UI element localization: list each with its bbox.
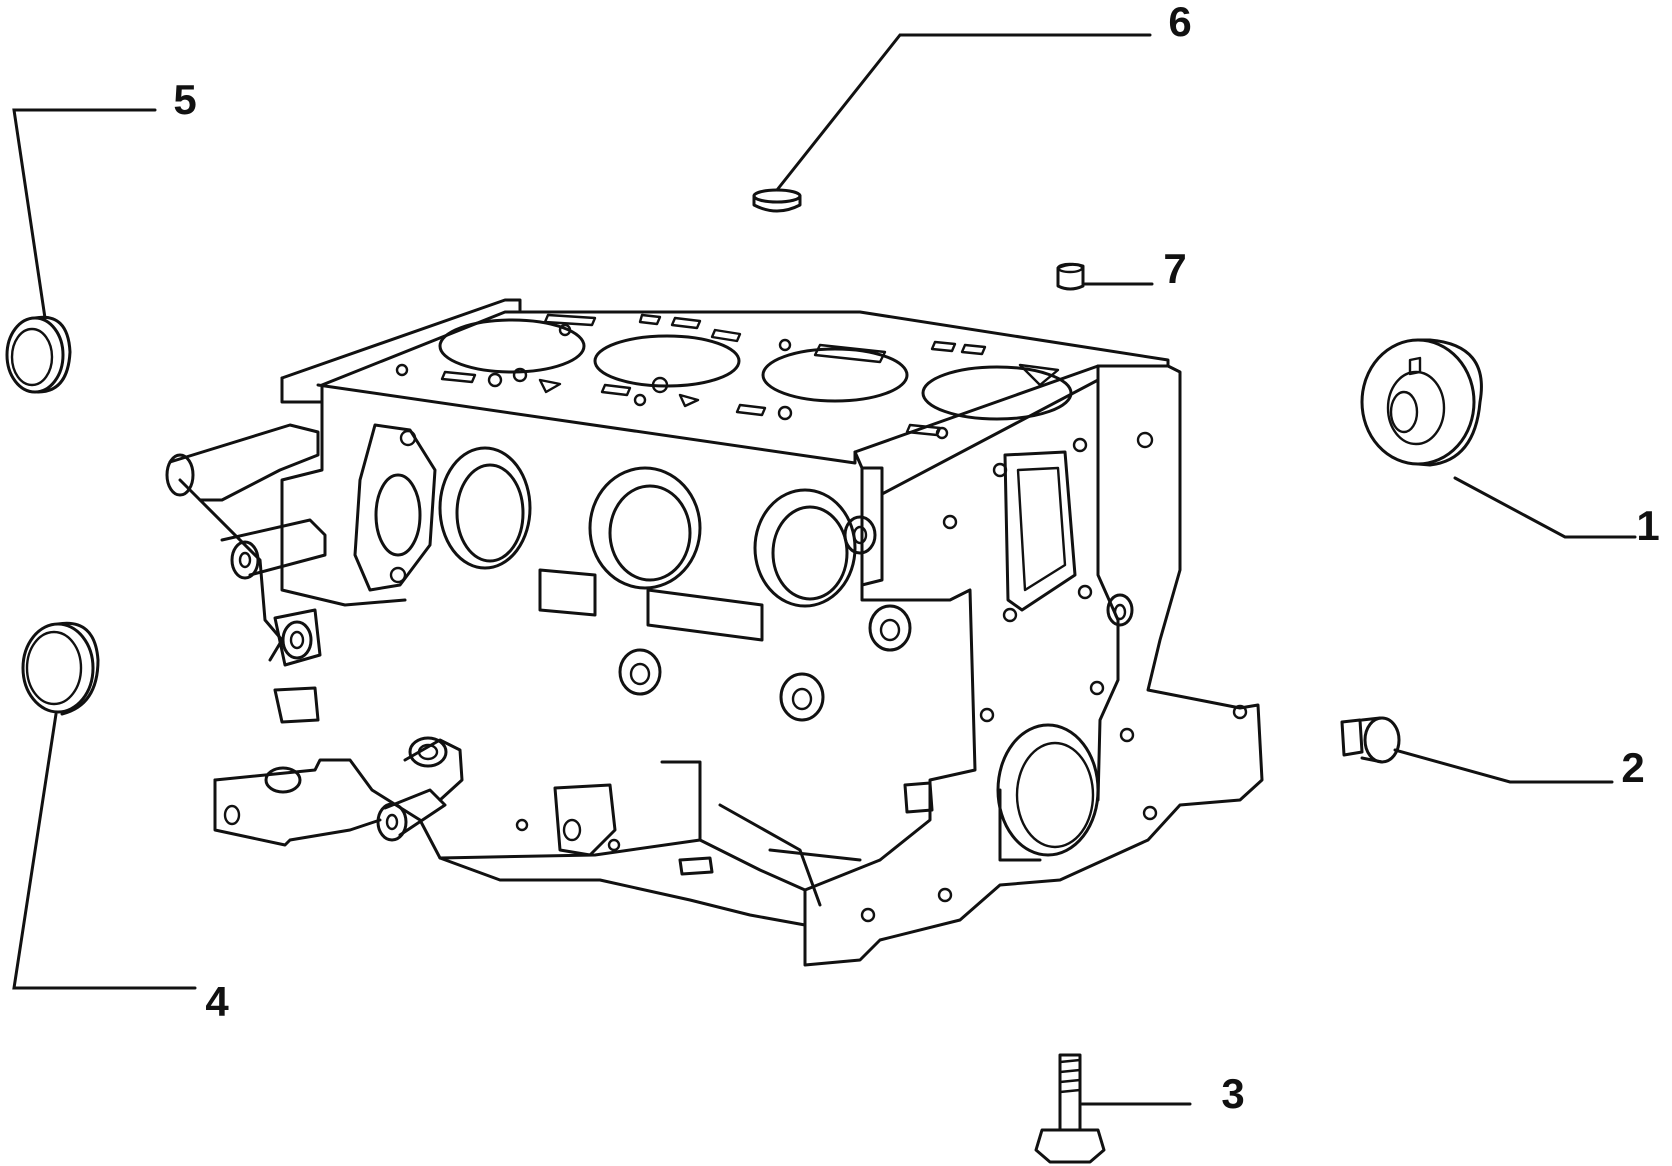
part-1-cup-plug — [1360, 338, 1483, 467]
callout-7: 7 — [1163, 245, 1186, 292]
leader-2 — [1393, 748, 1614, 784]
part-6-plug-disc — [752, 188, 802, 213]
part-5-cup-plug — [5, 315, 72, 394]
callout-4: 4 — [205, 978, 229, 1025]
callout-2: 2 — [1621, 744, 1644, 791]
part-4-cup-plug — [21, 621, 100, 716]
leader-lines — [12, 33, 1637, 1106]
engine-block — [165, 298, 1264, 967]
leader-6 — [775, 33, 1152, 192]
leader-4 — [12, 712, 197, 990]
leader-5 — [12, 108, 157, 320]
part-7-dowel — [1056, 262, 1085, 291]
callout-1: 1 — [1636, 502, 1659, 549]
part-2-drain-plug — [1340, 716, 1401, 764]
part-3-bolt — [1034, 1053, 1106, 1164]
callouts: 1 2 3 4 5 6 7 — [173, 0, 1659, 1117]
callout-6: 6 — [1168, 0, 1191, 45]
leader-1 — [1453, 476, 1637, 539]
callout-5: 5 — [173, 76, 196, 123]
callout-3: 3 — [1221, 1070, 1244, 1117]
